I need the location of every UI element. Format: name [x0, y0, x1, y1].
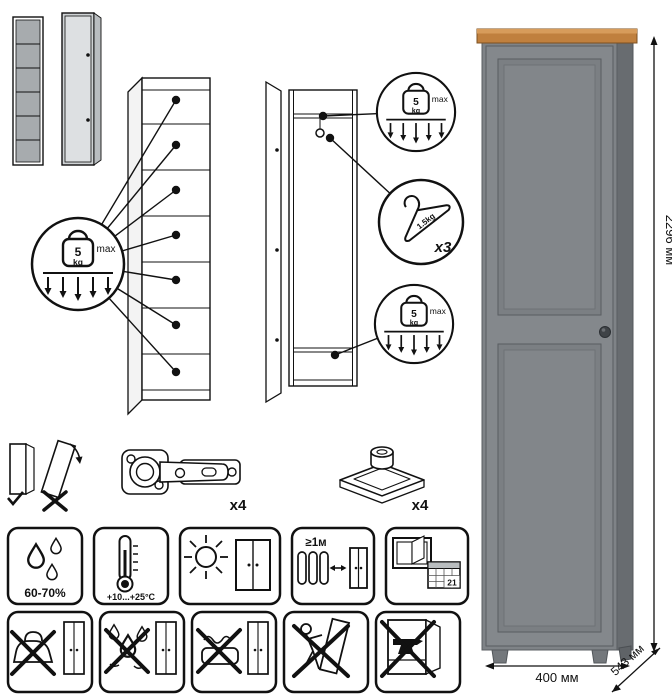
cabinet-glyph — [235, 539, 271, 591]
hinge-icon — [121, 449, 241, 495]
sunlight-box — [178, 526, 282, 606]
thumbnail-cabinet-shelves — [12, 16, 44, 166]
hanger-icon: 1.5kg — [403, 194, 451, 242]
hanger-count-label: x3 — [434, 239, 452, 256]
humidity-label: 60-70% — [24, 586, 66, 600]
wardrobe-foot — [618, 645, 632, 662]
anvil-icon — [387, 618, 441, 676]
temperature-box: +10...+25°C — [92, 526, 170, 606]
x-mark — [10, 630, 56, 676]
heat-distance-label: ≥1м — [305, 537, 326, 549]
prohibition-liquid-box — [98, 610, 186, 694]
radiator-icon — [297, 551, 329, 585]
dimension-height: 2296 мм — [650, 36, 672, 652]
calendar-icon: 21 — [427, 561, 461, 589]
wardrobe-side-panel — [616, 41, 634, 651]
dimension-width: 400 мм — [485, 662, 630, 685]
shelf-load-badge-bottom — [373, 283, 455, 365]
x-mark — [380, 620, 436, 678]
width-dimension-label: 400 мм — [535, 670, 578, 685]
wardrobe-foot — [591, 649, 609, 664]
hanging-rod — [315, 128, 325, 138]
x-mark — [196, 628, 242, 674]
shelf-load-badge-top — [375, 71, 457, 153]
wardrobe-render — [476, 28, 638, 664]
shelf-load-badge-left — [30, 216, 126, 312]
connector-dots — [171, 95, 340, 377]
anti-tip-icon — [7, 439, 83, 512]
heat-distance-box: ≥1м — [290, 526, 376, 606]
window-icon — [392, 535, 432, 569]
prohibition-abrasive-box — [190, 610, 278, 694]
height-dimension-label: 2296 мм — [663, 215, 672, 265]
prohibition-overload-box — [374, 610, 462, 694]
ventilation-box: 21 — [384, 526, 470, 606]
cabinet-glyph — [63, 621, 85, 675]
cabinet-glyph — [155, 621, 177, 675]
foot-icon — [339, 446, 425, 504]
humidity-box: 60-70% — [6, 526, 84, 606]
calendar-day-label: 21 — [447, 578, 457, 588]
cabinet-glyph — [349, 547, 368, 589]
door-knob — [599, 326, 611, 338]
foot-count-label: x4 — [412, 497, 429, 514]
prohibition-iron-box — [6, 610, 94, 694]
cabinet-glyph — [247, 621, 269, 675]
thumbnail-cabinet-door — [61, 12, 102, 166]
x-mark — [104, 628, 150, 674]
prohibition-drag-box — [282, 610, 370, 694]
wardrobe-foot — [491, 649, 509, 664]
temperature-label: +10...+25°C — [107, 592, 156, 602]
open-wardrobe-diagram — [265, 80, 358, 404]
thermometer-icon — [116, 535, 138, 593]
hinge-count-label: x4 — [230, 497, 247, 514]
hanger-load-badge: 1.5kg x3 — [377, 178, 465, 266]
sun-icon — [184, 535, 228, 579]
x-mark — [292, 624, 350, 678]
